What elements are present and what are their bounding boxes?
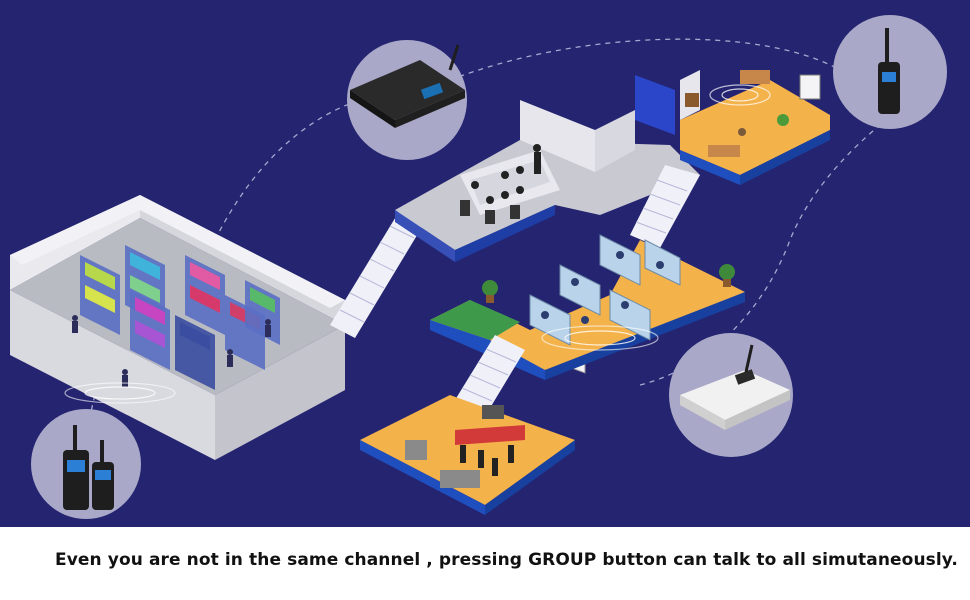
executive-office [680, 70, 830, 185]
isometric-building-illustration [10, 15, 947, 519]
stairs-upper [330, 210, 425, 338]
stairs-lower [455, 335, 525, 413]
caption-band [0, 527, 970, 600]
caption-text: Even you are not in the same channel , p… [55, 550, 958, 570]
meeting-room [395, 75, 700, 374]
walkie-talkie-pair-icon [31, 409, 141, 519]
walkie-talkie-icon [833, 15, 947, 129]
illustration-scene [0, 0, 970, 527]
base-station-icon [669, 333, 793, 457]
warehouse-shelves [80, 245, 280, 390]
cubicle-office [430, 234, 745, 380]
warehouse-room [10, 195, 345, 460]
desk-intercom-icon [347, 40, 467, 160]
reception-area [360, 395, 575, 515]
stairs-middle [630, 165, 700, 248]
